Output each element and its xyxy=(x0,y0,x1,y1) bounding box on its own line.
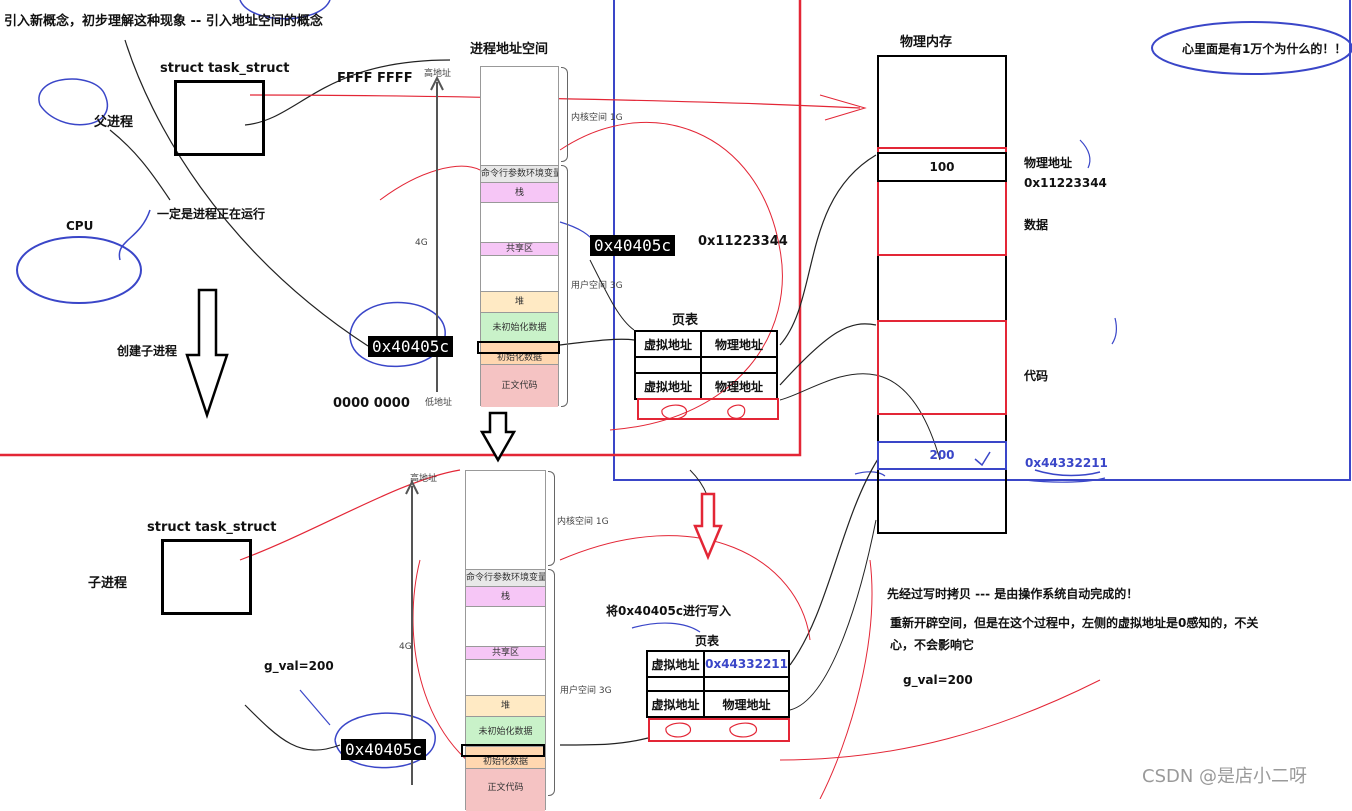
user-brace xyxy=(561,165,568,407)
pt-bottom-virt-2: 虚拟地址 xyxy=(645,690,706,718)
page-table-top: 虚拟地址 物理地址 虚拟地址 物理地址 xyxy=(634,330,778,400)
size-label-bottom: 4G xyxy=(399,642,412,652)
create-child-arrow-icon xyxy=(185,288,229,419)
pt-top-phys-2: 物理地址 xyxy=(700,372,778,400)
data-segment: 初始化数据 xyxy=(481,343,558,365)
cow-note-1: 先经过写时拷贝 --- 是由操作系统自动完成的！ xyxy=(887,587,1139,601)
virtual-addr-mid: 0x40405c xyxy=(590,235,676,256)
address-space-bottom: 命令行参数环境变量 栈 共享区 堆 未初始化数据 初始化数据 正文代码 xyxy=(465,470,546,811)
shared-segment: 共享区 xyxy=(481,243,558,256)
kernel-label-top: 内核空间 1G xyxy=(571,113,623,123)
red-frame xyxy=(0,0,802,457)
virtual-addr-bottom: 0x40405c xyxy=(341,739,427,760)
phys-code-label: 代码 xyxy=(1024,369,1049,383)
args-segment: 命令行参数环境变量 xyxy=(481,166,558,183)
bss-segment-bottom: 未初始化数据 xyxy=(466,717,545,747)
address-space-top: 命令行参数环境变量 栈 共享区 堆 未初始化数据 初始化数据 正文代码 xyxy=(480,66,559,407)
text-segment: 正文代码 xyxy=(481,365,558,407)
kernel-segment-bottom xyxy=(466,471,545,570)
page-table-bottom: 虚拟地址 0x44332211 虚拟地址 物理地址 xyxy=(645,650,790,718)
kernel-segment xyxy=(481,67,558,166)
kernel-brace-bottom xyxy=(548,471,555,566)
heap-gap xyxy=(481,256,558,292)
stack-segment: 栈 xyxy=(481,183,558,203)
stack-segment-bottom: 栈 xyxy=(466,587,545,607)
phys-addr-label: 物理地址 xyxy=(1024,156,1073,170)
pt-top-phys-1: 物理地址 xyxy=(700,330,778,358)
user-label-bottom: 用户空间 3G xyxy=(560,686,612,696)
child-task-struct-box xyxy=(161,539,252,615)
page-table-title-bottom: 页表 xyxy=(695,634,720,648)
cow-note-3: 心，不会影响它 xyxy=(890,638,975,652)
high-addr-label: 高地址 xyxy=(424,69,452,79)
low-hex-label: 0000 0000 xyxy=(333,396,410,411)
size-label: 4G xyxy=(415,238,428,248)
shared-segment-bottom: 共享区 xyxy=(466,647,545,660)
phys-value-100: 100 xyxy=(877,152,1007,182)
down-arrow-icon xyxy=(479,411,517,463)
parent-task-struct-box xyxy=(174,80,265,156)
page-table-title-top: 页表 xyxy=(672,313,699,328)
cow-note-2: 重新开辟空间，但是在这个过程中，左侧的虚拟地址是0感知的，不关 xyxy=(890,616,1259,630)
user-brace-bottom xyxy=(548,569,555,796)
create-child-label: 创建子进程 xyxy=(117,344,178,358)
pt-top-virt-1: 虚拟地址 xyxy=(634,330,702,358)
phys-addr-1: 0x11223344 xyxy=(1024,176,1107,190)
child-process-label: 子进程 xyxy=(88,576,128,591)
watermark: CSDN @是店小二呀 xyxy=(1142,766,1308,787)
variable-highlight-top xyxy=(477,341,560,354)
low-addr-label: 低地址 xyxy=(425,398,453,408)
pt-top-virt-2: 虚拟地址 xyxy=(634,372,702,400)
parent-task-struct-label: struct task_struct xyxy=(160,61,290,76)
phys-addr-mapping-label: 0x11223344 xyxy=(698,234,788,249)
heap-segment: 堆 xyxy=(481,292,558,313)
red-down-arrow-icon xyxy=(693,492,723,561)
phys-data-region xyxy=(877,147,1007,256)
write-note: 将0x40405c进行写入 xyxy=(606,604,731,618)
pt-bottom-virt-1: 虚拟地址 xyxy=(645,650,706,678)
bss-segment: 未初始化数据 xyxy=(481,313,558,343)
high-hex-label: FFFF FFFF xyxy=(337,71,413,86)
cpu-label: CPU xyxy=(66,219,94,233)
running-note: 一定是进程正在运行 xyxy=(157,207,266,221)
pt-top-red-row xyxy=(637,398,779,420)
gval-note: g_val=200 xyxy=(903,673,973,687)
args-segment-bottom: 命令行参数环境变量 xyxy=(466,570,545,587)
pt-bottom-phys-1: 0x44332211 xyxy=(703,650,790,678)
question-bubble: 心里面是有1万个为什么的！！ xyxy=(1182,42,1347,56)
phys-mem-box xyxy=(877,55,1007,534)
phys-mem-title: 物理内存 xyxy=(900,35,953,50)
heap-gap-bottom xyxy=(466,660,545,696)
question-bubble-outline xyxy=(1151,21,1352,75)
kernel-label-bottom: 内核空间 1G xyxy=(557,517,609,527)
heap-segment-bottom: 堆 xyxy=(466,696,545,717)
data-segment-bottom: 初始化数据 xyxy=(466,747,545,769)
pt-bottom-phys-2: 物理地址 xyxy=(703,690,790,718)
stack-gap xyxy=(481,203,558,243)
kernel-brace xyxy=(561,67,568,162)
parent-process-label: 父进程 xyxy=(94,115,134,130)
child-task-struct-label: struct task_struct xyxy=(147,520,277,535)
text-segment-bottom: 正文代码 xyxy=(466,769,545,811)
address-space-title: 进程地址空间 xyxy=(470,42,549,57)
phys-value-200: 200 xyxy=(877,441,1007,470)
user-label-top: 用户空间 3G xyxy=(571,281,623,291)
intro-title: 引入新概念，初步理解这种现象 -- 引入地址空间的概念 xyxy=(4,14,323,29)
virtual-addr-top: 0x40405c xyxy=(368,336,454,357)
phys-data-label: 数据 xyxy=(1024,218,1049,232)
child-gval-label: g_val=200 xyxy=(264,659,334,673)
variable-highlight-bottom xyxy=(461,744,545,757)
stack-gap-bottom xyxy=(466,607,545,647)
pt-bottom-red-row xyxy=(648,718,790,742)
phys-code-region xyxy=(877,320,1007,415)
cpu-ellipse xyxy=(16,236,142,304)
high-addr-label-bottom: 高地址 xyxy=(410,474,438,484)
phys-addr-2: 0x44332211 xyxy=(1025,456,1108,470)
